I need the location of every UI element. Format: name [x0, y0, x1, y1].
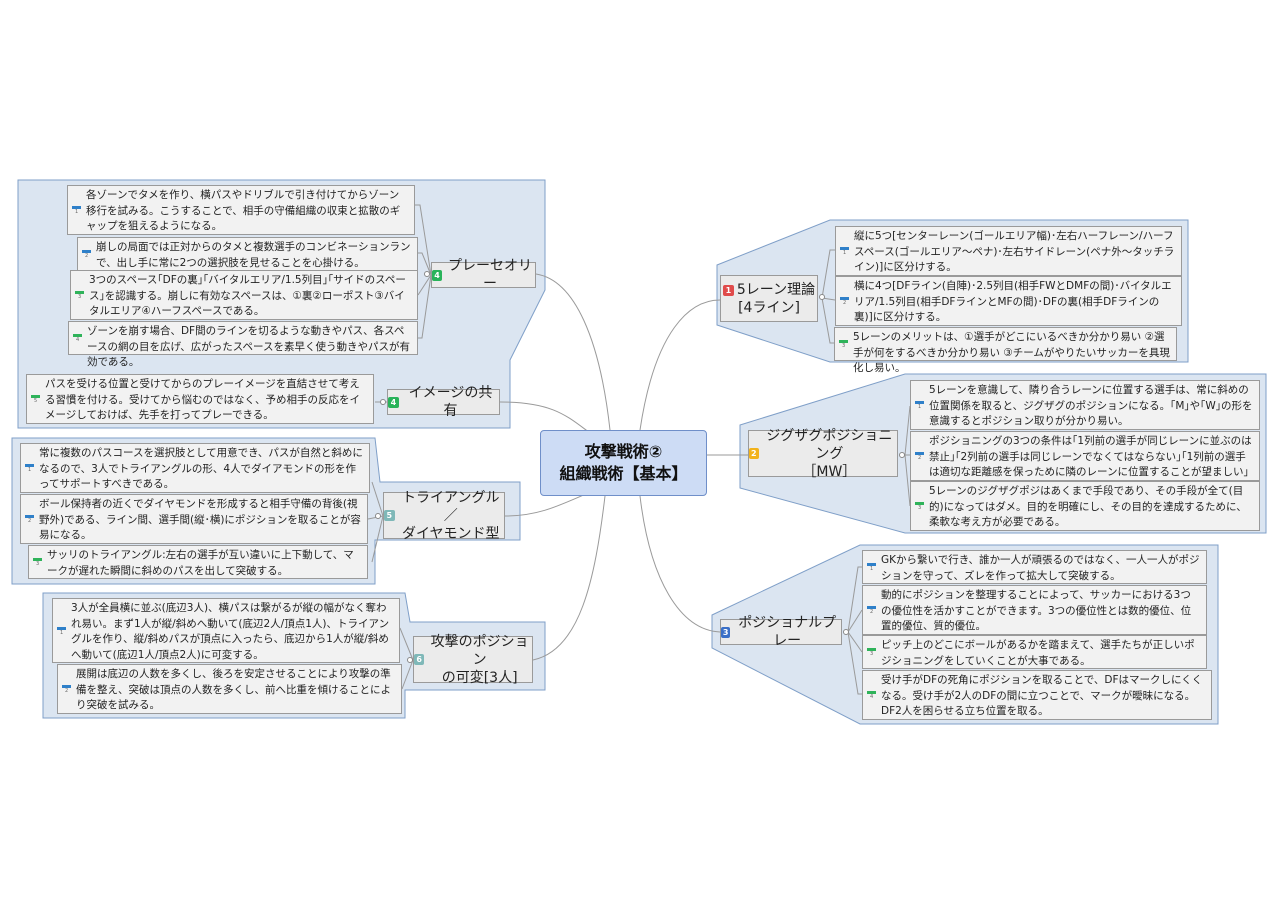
- task-icon: 1: [915, 401, 924, 410]
- task-icon: 2: [62, 685, 71, 694]
- note[interactable]: 3 ピッチ上のどこにボールがあるかを踏まえて、選手たちが正しいポジショニングをし…: [862, 635, 1207, 669]
- task-icon: 1: [840, 247, 849, 256]
- task-icon: 1: [72, 206, 81, 215]
- note[interactable]: 2 崩しの局面では正対からのタメと複数選手のコンビネーションランで、出し手に常に…: [77, 237, 418, 271]
- task-icon: 3: [867, 648, 876, 657]
- task-icon: 2: [82, 250, 91, 259]
- central-topic-line2: 組織戦術【基本】: [559, 464, 688, 483]
- note-text: サッリのトライアングル:左右の選手が互い違いに上下動して、マークが遅れた瞬間に斜…: [47, 549, 354, 577]
- topic-triangle[interactable]: 5 トライアングル／ ダイヤモンド型: [383, 489, 505, 542]
- note[interactable]: 2 ポジショニングの3つの条件は｢1列前の選手が同じレーンに並ぶのは禁止｣｢2列…: [910, 431, 1260, 494]
- note-text: ボール保持者の近くでダイヤモンドを形成すると相手守備の背後(視野外)である、ライ…: [39, 498, 361, 541]
- note[interactable]: 1 縦に5つ[センターレーン(ゴールエリア幅)･左右ハーフレーン/ハーフスペース…: [835, 226, 1182, 276]
- note-text: 5レーンのメリットは、①選手がどこにいるべきか分かり易い ②選手が何をするべきか…: [853, 331, 1170, 374]
- note-text: ポジショニングの3つの条件は｢1列前の選手が同じレーンに並ぶのは禁止｣｢2列前の…: [929, 435, 1252, 494]
- central-topic-line1: 攻撃戦術②: [584, 442, 663, 461]
- note-text: 常に複数のパスコースを選択肢として用意でき、パスが自然と斜めになるので、3人でト…: [39, 447, 363, 490]
- note-text: パスを受ける位置と受けてからのプレーイメージを直結させて考える習慣を付ける。受け…: [45, 378, 360, 421]
- note[interactable]: 2 展開は底辺の人数を多くし、後ろを安定させることにより攻撃の準備を整え、突破は…: [57, 664, 402, 714]
- note[interactable]: 3 3つのスペース｢DFの裏｣｢バイタルエリア/1.5列目｣｢サイドのスペース｣…: [70, 270, 418, 320]
- task-icon: 2: [867, 606, 876, 615]
- topic-zigzag[interactable]: 2 ジグザグポジショニング ［MW］: [748, 427, 898, 480]
- priority-badge: 1: [722, 284, 734, 296]
- expand-dot[interactable]: [899, 452, 905, 458]
- note[interactable]: 1 各ゾーンでタメを作り、横パスやドリブルで引き付けてからゾーン移行を試みる。こ…: [67, 185, 415, 235]
- task-icon: 1: [25, 464, 34, 473]
- note[interactable]: 5 パスを受ける位置と受けてからのプレーイメージを直結させて考える習慣を付ける。…: [26, 374, 374, 424]
- task-icon: 1: [57, 626, 66, 636]
- note[interactable]: 1 3人が全員横に並ぶ(底辺3人)、横パスは繋がるが縦の幅がなく奪われ易い。まず…: [52, 598, 400, 663]
- task-icon: 2: [25, 515, 34, 524]
- note-text: 3人が全員横に並ぶ(底辺3人)、横パスは繋がるが縦の幅がなく奪われ易い。まず1人…: [71, 602, 390, 661]
- task-icon: 2: [915, 452, 924, 461]
- topic-zigzag-line1: ジグザグポジショニング: [766, 427, 893, 462]
- task-icon: 4: [73, 334, 82, 343]
- note[interactable]: 4 受け手がDFの死角にポジションを取ることで、DFはマークしにくくなる。受け手…: [862, 670, 1212, 720]
- task-icon: 3: [33, 558, 42, 567]
- note-text: 各ゾーンでタメを作り、横パスやドリブルで引き付けてからゾーン移行を試みる。こうす…: [86, 189, 401, 232]
- note-text: ピッチ上のどこにボールがあるかを踏まえて、選手たちが正しいポジショニングをしてい…: [881, 639, 1195, 667]
- topic-playtheory-label: プレーセオリー: [448, 258, 533, 292]
- note-text: 動的にポジションを整理することによって、サッカーにおける3つの優位性を活かすこと…: [881, 589, 1192, 632]
- note[interactable]: 2 横に4つ[DFライン(自陣)･2.5列目(相手FWとDMFの間)･バイタルエ…: [835, 276, 1182, 326]
- note-text: 5レーンのジグザグポジはあくまで手段であり、その手段が全て(目的)になってはダメ…: [929, 485, 1247, 528]
- task-icon: 3: [75, 291, 84, 300]
- topic-image-share-label: イメージの共有: [408, 385, 493, 419]
- expand-dot[interactable]: [407, 657, 413, 663]
- topic-zigzag-line2: ［MW］: [802, 463, 857, 480]
- note-text: 縦に5つ[センターレーン(ゴールエリア幅)･左右ハーフレーン/ハーフスペース(ゴ…: [854, 230, 1175, 273]
- topic-variable[interactable]: 6 攻撃のポジション の可変[3人]: [413, 633, 533, 686]
- topic-variable-line1: 攻撃のポジション: [430, 633, 529, 668]
- task-icon: 3: [839, 340, 848, 349]
- task-icon: 2: [840, 297, 849, 306]
- note-text: 横に4つ[DFライン(自陣)･2.5列目(相手FWとDMFの間)･バイタルエリア…: [854, 280, 1172, 323]
- note-text: 崩しの局面では正対からのタメと複数選手のコンビネーションランで、出し手に常に2つ…: [96, 241, 411, 269]
- expand-dot[interactable]: [375, 513, 381, 519]
- note-text: 5レーンを意識して、隣り合うレーンに位置する選手は、常に斜めの位置関係を取ると、…: [929, 384, 1253, 427]
- note[interactable]: 2 動的にポジションを整理することによって、サッカーにおける3つの優位性を活かす…: [862, 585, 1207, 635]
- note-text: 受け手がDFの死角にポジションを取ることで、DFはマークしにくくなる。受け手が2…: [881, 674, 1203, 717]
- note[interactable]: 3 5レーンのメリットは、①選手がどこにいるべきか分かり易い ②選手が何をするべ…: [834, 327, 1177, 374]
- task-icon: 3: [915, 502, 924, 511]
- central-topic[interactable]: 攻撃戦術② 組織戦術【基本】: [540, 430, 707, 496]
- topic-positional-label: ポジショナルプレー: [738, 615, 837, 649]
- topic-positional[interactable]: 3 ポジショナルプレー: [720, 615, 842, 649]
- task-icon: 4: [867, 691, 876, 700]
- task-icon: 1: [867, 563, 876, 572]
- note[interactable]: 2 ボール保持者の近くでダイヤモンドを形成すると相手守備の背後(視野外)である、…: [20, 494, 368, 544]
- topic-5lane-line1: 5レーン理論: [736, 281, 816, 298]
- expand-dot[interactable]: [843, 629, 849, 635]
- priority-badge: 6: [414, 654, 425, 665]
- note[interactable]: 1 GKから繋いで行き、誰か一人が頑張るのではなく、一人一人がポジションを守って…: [862, 550, 1207, 584]
- note-text: GKから繋いで行き、誰か一人が頑張るのではなく、一人一人がポジションを守って、ズ…: [881, 554, 1200, 582]
- expand-dot[interactable]: [424, 271, 430, 277]
- topic-variable-line2: の可変[3人]: [441, 669, 518, 686]
- priority-badge: 2: [749, 448, 759, 459]
- note-text: ゾーンを崩す場合、DF間のラインを切るような動きやパス、各スペースの網の目を広げ…: [87, 325, 410, 368]
- topic-triangle-line1: トライアングル／: [402, 489, 500, 524]
- note-text: 3つのスペース｢DFの裏｣｢バイタルエリア/1.5列目｣｢サイドのスペース｣を認…: [89, 274, 406, 317]
- note[interactable]: 1 常に複数のパスコースを選択肢として用意でき、パスが自然と斜めになるので、3人…: [20, 443, 370, 493]
- expand-dot[interactable]: [819, 294, 825, 300]
- priority-badge: 4: [432, 269, 443, 281]
- priority-badge: 4: [388, 396, 399, 408]
- task-icon: 5: [31, 395, 40, 404]
- topic-triangle-line2: ダイヤモンド型: [401, 525, 500, 542]
- expand-dot[interactable]: [380, 399, 386, 405]
- note[interactable]: 4 ゾーンを崩す場合、DF間のラインを切るような動きやパス、各スペースの網の目を…: [68, 321, 418, 368]
- note[interactable]: 3 5レーンのジグザグポジはあくまで手段であり、その手段が全て(目的)になっては…: [910, 481, 1260, 531]
- note[interactable]: 3 サッリのトライアングル:左右の選手が互い違いに上下動して、マークが遅れた瞬間…: [28, 545, 368, 579]
- topic-playtheory[interactable]: 4 プレーセオリー: [431, 258, 536, 292]
- priority-badge: 3: [721, 626, 731, 638]
- note-text: 展開は底辺の人数を多くし、後ろを安定させることにより攻撃の準備を整え、突破は頂点…: [76, 668, 391, 711]
- priority-badge: 5: [384, 510, 395, 521]
- topic-image-share[interactable]: 4 イメージの共有: [387, 385, 500, 419]
- note[interactable]: 1 5レーンを意識して、隣り合うレーンに位置する選手は、常に斜めの位置関係を取る…: [910, 380, 1260, 430]
- topic-5lane-line2: [4ライン]: [738, 299, 800, 316]
